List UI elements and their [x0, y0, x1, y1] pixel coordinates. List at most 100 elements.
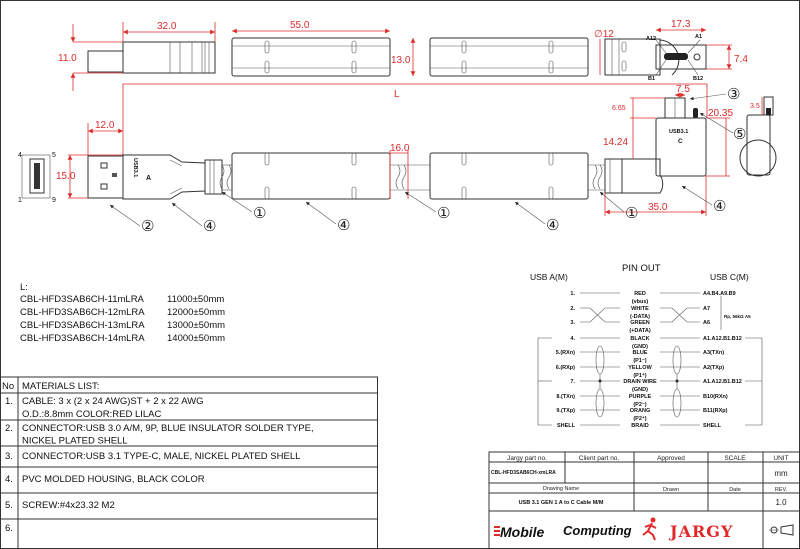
dim-length-label: L [394, 89, 400, 100]
material-desc: CABLE: 3 x (2 x 24 AWG)ST + 2 x 22 AWG [22, 396, 204, 407]
length-value: 11000±50mm [167, 294, 224, 305]
overall-length-dimension [122, 83, 708, 155]
drawn-label: Drawn [663, 487, 679, 493]
dim-plug-tip-length: 12.0 [95, 120, 115, 131]
length-value: 12000±50mm [167, 307, 225, 318]
usb-c-side-view [739, 96, 777, 177]
callout-1: ① [253, 204, 266, 222]
dim-ferrite-length: 55.0 [290, 20, 310, 31]
material-no: 6. [5, 523, 13, 534]
pinout-usb-c-pin: A6 [703, 320, 710, 326]
port-pin-4: 4 [18, 152, 22, 159]
length-table: L: CBL-HFD3SAB6CH-11mLRA 11000±50mm CBL-… [20, 282, 225, 344]
dim-ferrite-height: 13.0 [391, 55, 411, 66]
dim-screw-height: 3.5 [750, 103, 760, 110]
pinout-wire-signal: (GND) [632, 387, 648, 393]
pinout-wire-color: RED [634, 291, 646, 297]
usb-a-marking: USB3.1 [132, 158, 138, 177]
pinout-usb-a-pin: 6.(RXp) [556, 365, 575, 371]
dim-typec-pin-width: 7.5 [676, 84, 690, 95]
pinout-wire-signal: (vbus) [632, 299, 649, 305]
pinout-left-header: USB A(M) [530, 272, 568, 282]
callout-4: ④ [337, 216, 350, 234]
callout-5: ⑤ [733, 125, 746, 143]
material-desc: SCREW:#4x23.32 M2 [22, 500, 115, 511]
usb-a-top-view [87, 41, 216, 74]
cable-segment [390, 164, 430, 191]
dim-typec-width: 17.3 [671, 19, 691, 30]
dim-typec-total: 20.35 [708, 108, 733, 119]
runner-icon [642, 517, 657, 541]
pinout-usb-a-pin: 9.(TXp) [556, 408, 575, 414]
pinout-usb-c-pin: A3(TXn) [703, 350, 724, 356]
pinout-usb-a-pin: 5.(RXn) [556, 350, 575, 356]
pinout-wire-color: WHITE [631, 306, 649, 312]
callout-2: ② [141, 217, 154, 235]
dim-typec-offset: 6.65 [612, 105, 626, 112]
jargy-part-value: CBL-HFD3SAB6CH-xmLRA [491, 470, 556, 476]
pinout-wire-signal: (-DATA) [630, 314, 650, 320]
usb-c-letter: C [678, 138, 683, 145]
client-part-label: Client part no. [579, 455, 620, 462]
pinout-usb-c-pin: A4.B4.A9.B9 [703, 291, 736, 297]
materials-header: MATERIALS LIST: [22, 381, 99, 392]
pinout-wire-color: YELLOW [628, 365, 652, 371]
pinout-usb-a-pin: 7. [570, 379, 575, 385]
pinout-usb-a-pin: 8.(TXn) [556, 394, 575, 400]
unit-value: mm [774, 469, 788, 478]
scale-label: SCALE [724, 455, 746, 462]
drawing-name-label: Drawing Name [543, 486, 579, 492]
ferrite-front-view-1 [231, 152, 391, 200]
material-no: 4. [5, 474, 13, 485]
materials-no-header: No [2, 381, 14, 392]
pin-label-b1: B1 [648, 76, 655, 82]
projection-symbol-icon [769, 524, 794, 536]
pinout-usb-c-pin: A1.A12.B1.B12 [703, 336, 742, 342]
dim-cable-gap: 16.0 [390, 143, 410, 154]
usb-c-marking: USB3.1 [669, 129, 688, 135]
title-block: Jargy part no. Client part no. Approved … [488, 451, 800, 549]
pinout-wire-signal: (GND) [632, 344, 648, 350]
pinout-wire-color: BLACK [630, 336, 649, 342]
usb-a-port-face [21, 154, 51, 199]
dim-typec-height: 14.24 [603, 137, 628, 148]
pinout-usb-c-pin: B11(RXp) [703, 408, 728, 414]
usb-c-top-view [604, 38, 661, 76]
ferrite-top-view-2 [429, 37, 589, 77]
ferrite-top-view-1 [231, 37, 391, 77]
pinout-usb-c-pin: A7 [703, 306, 710, 312]
material-desc: O.D.:8.8mm COLOR:RED LILAC [22, 409, 162, 420]
pinout-title: PIN OUT [622, 263, 661, 274]
material-no: 1. [5, 396, 13, 407]
drawing-name-value: USB 3.1 GEN 1 A to C Cable M/M [519, 500, 604, 506]
pin-label-a12: A12 [646, 36, 656, 42]
pin-label-b12: B12 [693, 76, 703, 82]
usb-c-right-angle-plug [604, 97, 707, 194]
pinout-wire-signal: (P1⁺) [633, 372, 646, 379]
dim-plug-housing-length: 32.0 [157, 21, 177, 32]
pinout-usb-c-pin: A1.A12.B1.B12 [703, 379, 742, 385]
port-pin-1: 1 [18, 197, 22, 204]
pin-label-a1: A1 [695, 34, 702, 40]
pinout-usb-c-pin: SHELL [703, 423, 722, 429]
jargy-part-label: Jargy part no. [507, 455, 547, 462]
materials-list: No MATERIALS LIST: 1. CABLE: 3 x (2 x 24… [0, 376, 378, 549]
pinout-usb-a-pin: 4. [570, 336, 575, 342]
pinout-wire-color: ORANG [630, 408, 650, 414]
date-label: Date [729, 487, 741, 493]
pinout-usb-a-pin: 1. [570, 291, 575, 297]
usb-c-face-view [655, 39, 707, 76]
dim-plug-height-top: 11.0 [58, 53, 77, 64]
port-pin-9: 9 [52, 197, 56, 204]
callout-4: ④ [546, 216, 559, 234]
port-pin-5: 5 [52, 152, 56, 159]
length-part: CBL-HFD3SAB6CH-11mLRA [20, 294, 145, 305]
pinout-wire-signal: (P2⁻) [633, 402, 646, 408]
pinout-usb-c-pin: B10(RXn) [703, 394, 728, 400]
material-desc: NICKEL PLATED SHELL [22, 436, 128, 447]
length-part: CBL-HFD3SAB6CH-12mLRA [20, 307, 145, 318]
callout-1: ① [437, 204, 450, 222]
approved-label: Approved [657, 455, 685, 462]
material-desc: CONNECTOR:USB 3.1 TYPE-C, MALE, NICKEL P… [22, 451, 300, 462]
